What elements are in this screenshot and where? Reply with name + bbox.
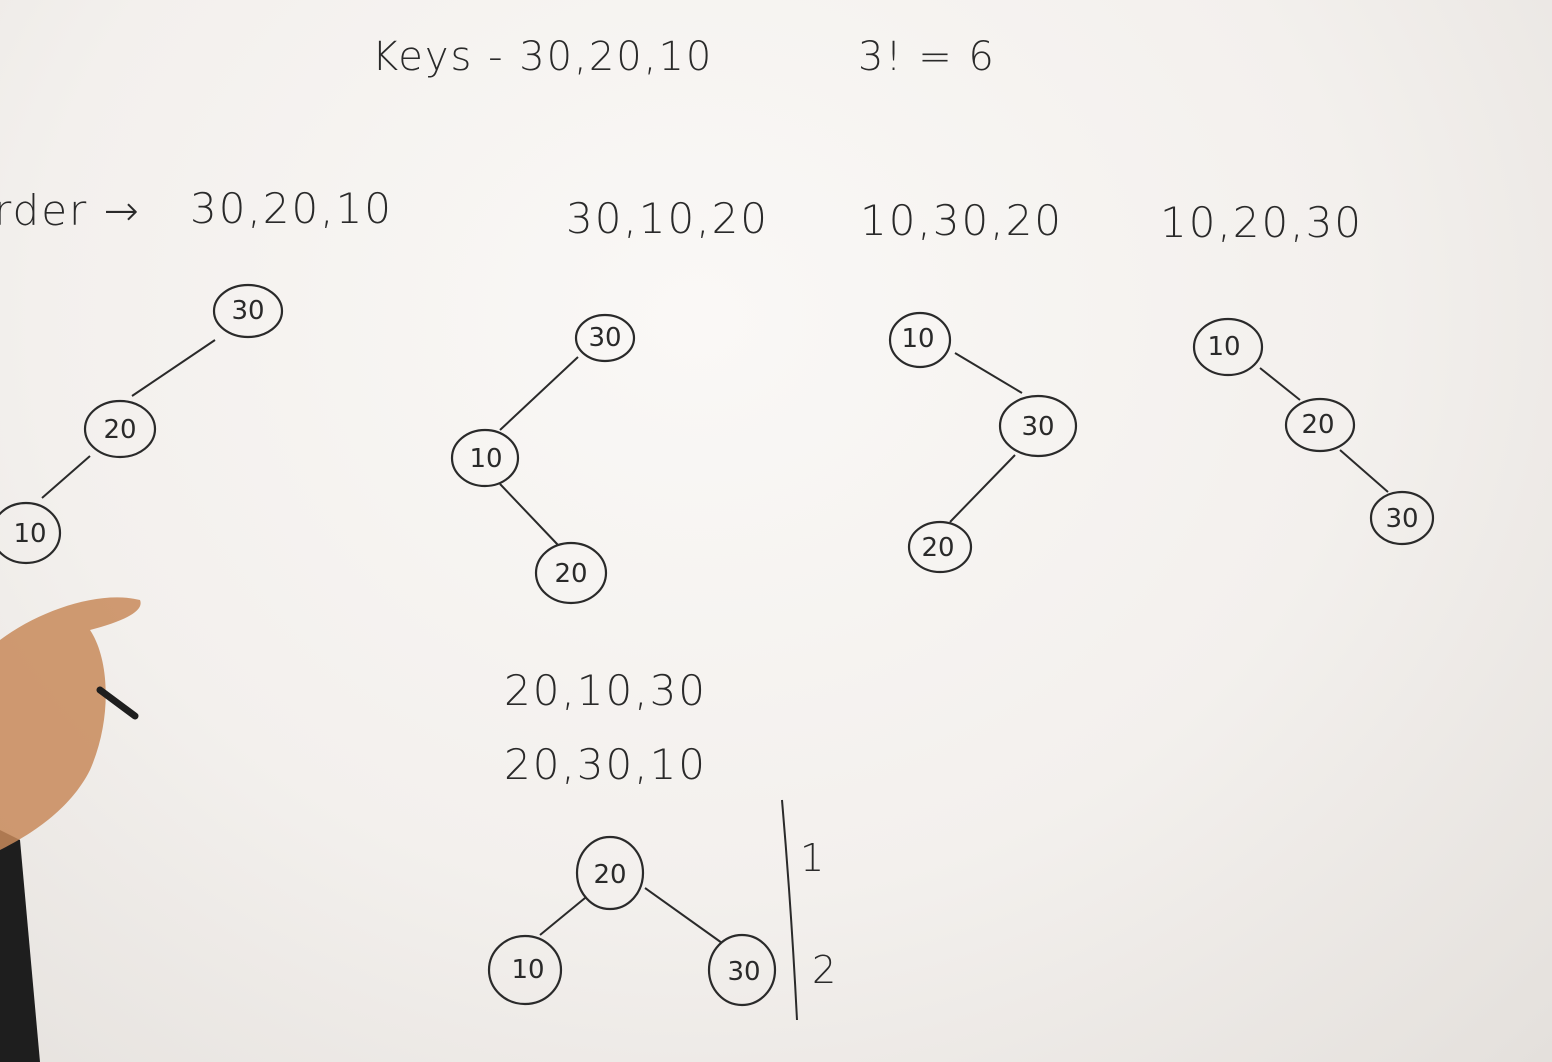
tree-3-node-right-left-label: 20 — [921, 533, 954, 563]
sequence-3: 10,30,20 — [860, 196, 1064, 245]
presenter-hand — [0, 597, 141, 850]
tree-2-node-left-label: 10 — [469, 444, 502, 474]
tree-1-node-left — [83, 399, 157, 459]
tree-4-node-right-right — [1369, 490, 1435, 546]
factorial-note: 3! = 6 — [858, 34, 996, 80]
tree-1-node-left-label: 20 — [103, 415, 136, 445]
sequence-2: 30,10,20 — [566, 194, 770, 243]
sequence-4: 10,20,30 — [1160, 198, 1364, 247]
tree-5-node-right — [707, 933, 777, 1007]
tree-3-node-right — [998, 394, 1078, 458]
presenter-sleeve — [0, 830, 40, 1062]
tree-3-node-right-label: 30 — [1021, 412, 1054, 442]
tree-5-edge-root-left — [539, 897, 586, 936]
tree-1-edge-root-left — [131, 339, 216, 397]
presenter-arm — [0, 597, 141, 1062]
tree-2-edge-root-left — [499, 356, 579, 431]
sequence-1: 30,20,10 — [190, 184, 394, 233]
tree-5-edge-root-right — [644, 887, 723, 944]
tree-1-edge-left-left — [41, 455, 91, 499]
tree-2-node-root — [574, 313, 636, 363]
tree-4-node-right-right-label: 30 — [1385, 504, 1418, 534]
tree-2-node-left — [450, 428, 520, 488]
tree-4-node-right — [1284, 397, 1356, 453]
sequence-6: 20,30,10 — [504, 740, 708, 789]
tree-5-node-left — [487, 934, 563, 1006]
side-mark-two: 2 — [812, 948, 839, 992]
side-mark-one: 1 — [800, 836, 827, 880]
tree-1-node-root — [212, 283, 284, 339]
marker-pen — [96, 686, 139, 720]
tree-5-node-right-label: 30 — [727, 957, 760, 987]
tree-4-node-root-label: 10 — [1207, 332, 1240, 362]
tree-3-edge-right-left — [949, 454, 1016, 523]
tree-4-node-right-label: 20 — [1301, 410, 1334, 440]
tree-1-node-left-left — [0, 501, 62, 565]
sequence-5: 20,10,30 — [504, 666, 708, 715]
keys-heading: Keys - 30,20,10 — [372, 34, 714, 80]
tree-3-node-root-label: 10 — [901, 324, 934, 354]
tree-3-edge-root-right — [954, 352, 1023, 394]
tree-4-edge-right-right — [1339, 449, 1389, 493]
divider-line — [781, 799, 798, 1021]
preorder-label: rder → — [0, 186, 141, 235]
tree-3-node-root — [888, 311, 952, 369]
tree-5-node-root-label: 20 — [593, 860, 626, 890]
tree-2-node-root-label: 30 — [588, 323, 621, 353]
tree-2-node-left-right-label: 20 — [554, 559, 587, 589]
tree-1-node-left-left-label: 10 — [13, 519, 46, 549]
tree-4-edge-root-right — [1259, 367, 1301, 401]
tree-1-node-root-label: 30 — [231, 296, 264, 326]
tree-2-node-left-right — [534, 541, 608, 605]
tree-2-edge-left-right — [499, 483, 559, 546]
tree-5-node-root — [575, 835, 645, 911]
tree-3-node-right-left — [907, 520, 973, 574]
tree-5-node-left-label: 10 — [511, 955, 544, 985]
tree-4-node-root — [1192, 317, 1264, 377]
